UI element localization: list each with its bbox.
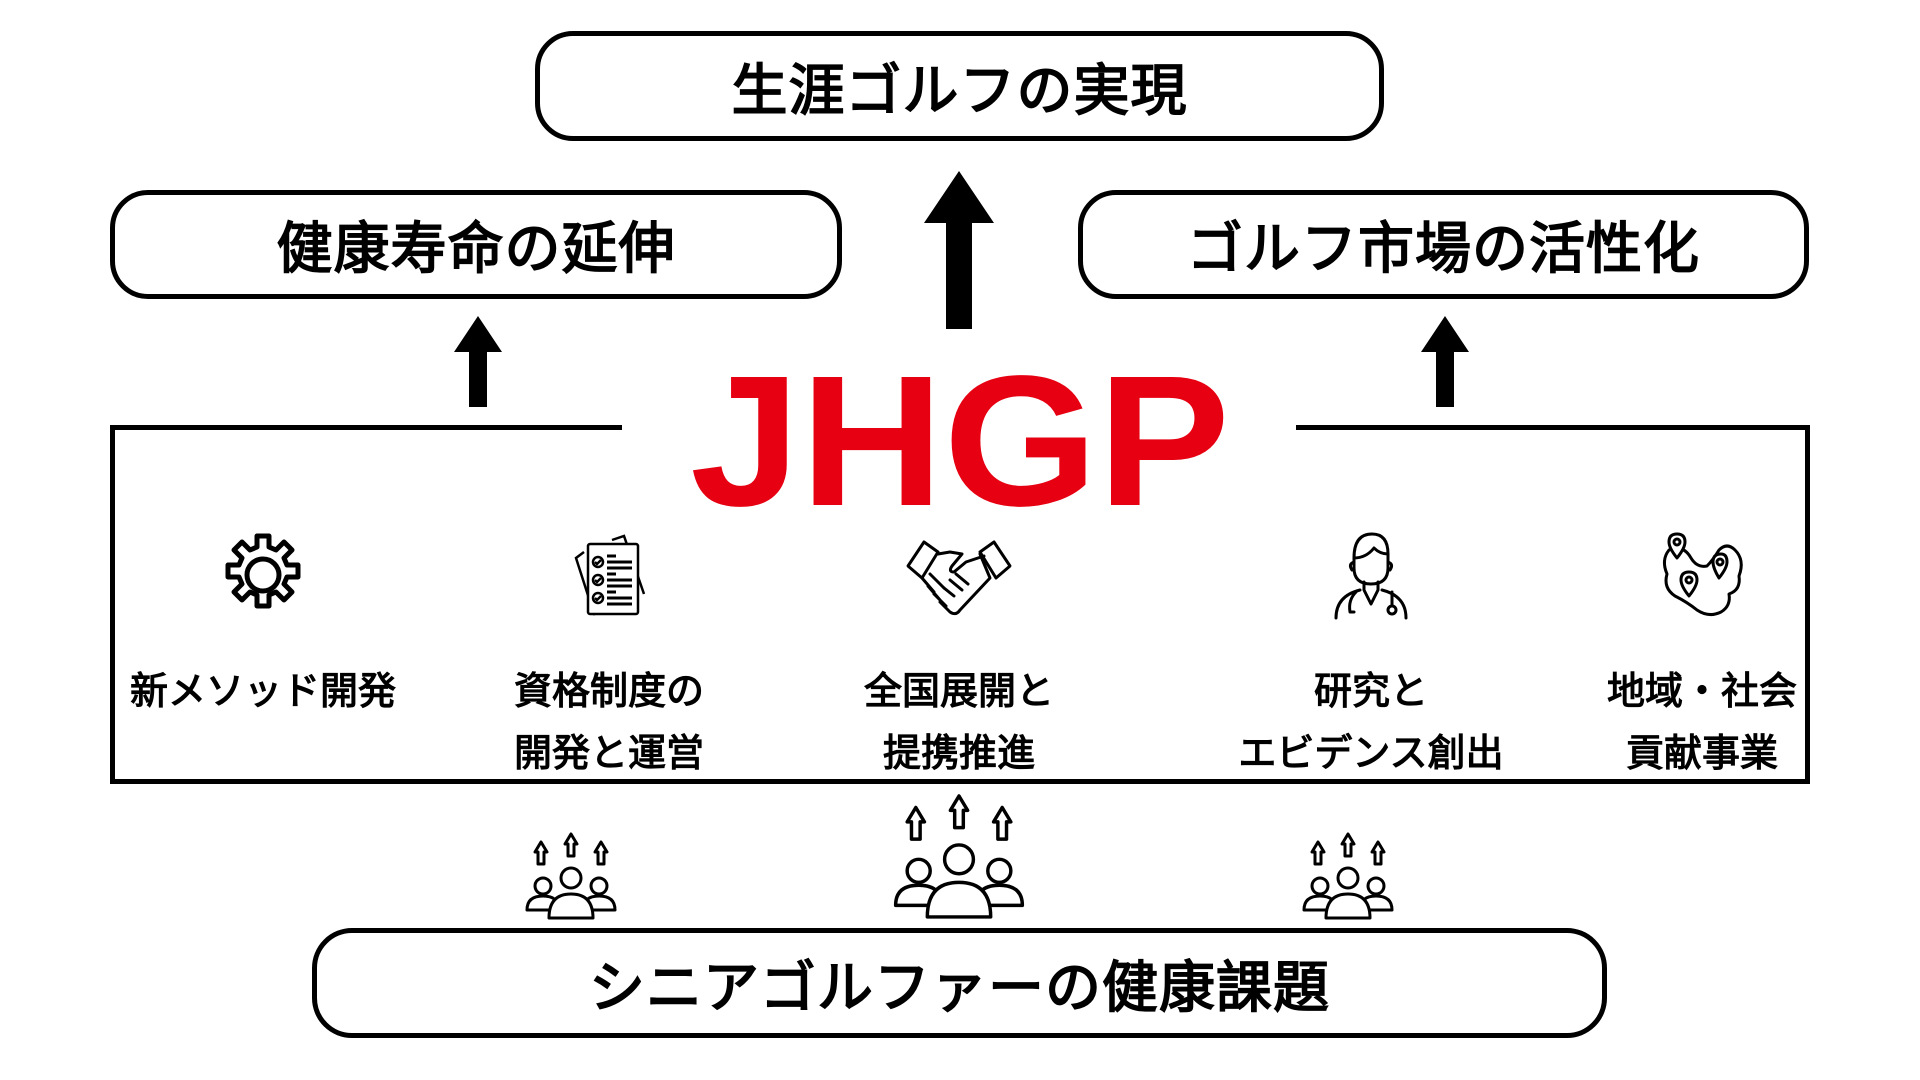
gear-icon <box>225 533 301 609</box>
base-issue-box: シニアゴルファーの健康課題 <box>312 928 1607 1038</box>
people-growth-icon-large <box>893 794 1025 919</box>
doctor-icon <box>1334 532 1408 620</box>
goal-healthy-life-expectancy-label: 健康寿命の延伸 <box>276 217 676 282</box>
goal-lifelong-golf: 生涯ゴルフの実現 <box>535 31 1384 141</box>
activities-frame <box>110 425 1810 784</box>
jhgp-logo: JHGP <box>690 367 1230 512</box>
base-issue-label: シニアゴルファーの健康課題 <box>589 955 1330 1021</box>
checklist-icon <box>574 534 646 616</box>
goal-golf-market-activation: ゴルフ市場の活性化 <box>1078 190 1809 299</box>
activity-nationwide-expansion: 全国展開と 提携推進 <box>809 530 1109 784</box>
activity-regional-contribution: 地域・社会 貢献事業 <box>1552 530 1852 784</box>
activity-label: 資格制度の 開発と運営 <box>513 669 704 775</box>
activity-research-evidence: 研究と エビデンス創出 <box>1221 530 1521 784</box>
goal-golf-market-activation-label: ゴルフ市場の活性化 <box>1187 217 1700 282</box>
people-growth-icon <box>1302 832 1394 920</box>
frame-top-left-line <box>110 425 622 430</box>
handshake-icon <box>906 540 1012 616</box>
map-pins-icon <box>1662 532 1743 617</box>
activity-label: 研究と エビデンス創出 <box>1238 669 1504 775</box>
goal-healthy-life-expectancy: 健康寿命の延伸 <box>110 190 842 299</box>
jhgp-logo-text: JHGP <box>690 367 1230 512</box>
activity-certification-system: 資格制度の 開発と運営 <box>459 530 759 784</box>
activity-label: 地域・社会 貢献事業 <box>1606 669 1797 775</box>
arrow-up-left-icon <box>454 316 502 407</box>
activity-label: 新メソッド開発 <box>129 669 396 713</box>
people-growth-icon <box>525 832 617 920</box>
goal-lifelong-golf-label: 生涯ゴルフの実現 <box>731 58 1188 124</box>
activity-label: 全国展開と 提携推進 <box>863 669 1054 775</box>
arrow-up-right-icon <box>1421 316 1469 407</box>
arrow-up-center-icon <box>924 171 994 329</box>
activity-new-method: 新メソッド開発 <box>113 530 413 722</box>
frame-top-right-line <box>1296 425 1810 430</box>
